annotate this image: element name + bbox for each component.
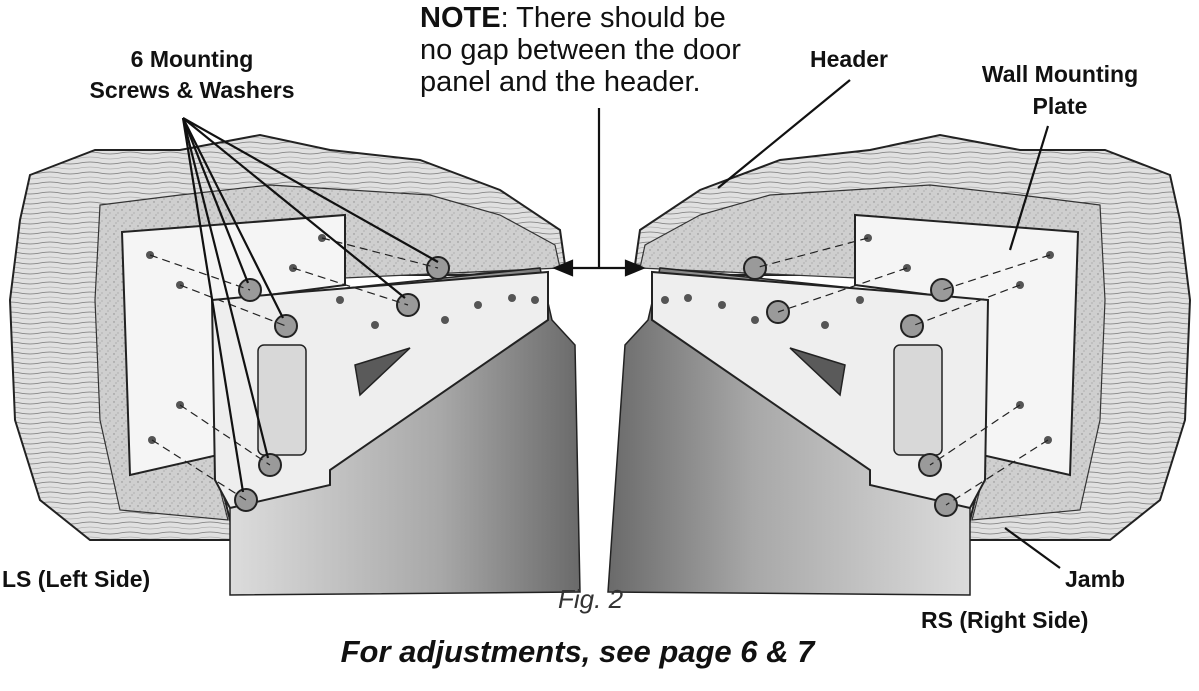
wall-plate-line1: Wall Mounting [981, 61, 1139, 87]
jamb-label: Jamb [1065, 566, 1126, 592]
left-alignment-lines [149, 237, 439, 501]
screws-label-line2: Screws & Washers [89, 77, 295, 103]
right-bracket-slot [789, 347, 846, 397]
screw-icon [930, 278, 954, 302]
header-label: Header [810, 46, 888, 72]
header-leader-line [717, 79, 851, 189]
screw-icon [900, 314, 924, 338]
wall-mounting-plate-label: Wall Mounting Plate [960, 58, 1160, 122]
right-hinge-body [893, 344, 943, 456]
note-keyword: NOTE [420, 2, 501, 34]
left-hinge-body [257, 344, 307, 456]
right-side-assembly [607, 133, 1192, 596]
left-mounting-screws [234, 256, 450, 512]
screws-label-line1: 6 Mounting [130, 46, 254, 72]
gap-note: NOTE: There should be no gap between the… [420, 2, 820, 98]
right-alignment-lines [754, 237, 1051, 506]
wall-plate-leader-line [1008, 125, 1050, 251]
screws-washers-label: 6 Mounting Screws & Washers [62, 44, 322, 106]
screws-callout-leaders [181, 117, 439, 493]
left-side-label: LS (Left Side) [2, 566, 151, 592]
left-bracket-slot [354, 347, 411, 397]
note-line1-rest: : There should be [500, 2, 726, 34]
right-side-label: RS (Right Side) [921, 607, 1089, 633]
adjustments-note: For adjustments, see page 6 & 7 [340, 634, 815, 669]
screw-icon [274, 314, 298, 338]
figure-caption: Fig. 2 [558, 584, 624, 614]
note-line3: panel and the header. [420, 66, 701, 98]
right-bracket-holes [661, 234, 1054, 444]
screw-icon [743, 256, 767, 280]
wall-plate-line2: Plate [1032, 93, 1088, 119]
jamb-leader-line [1004, 527, 1061, 569]
left-side-assembly [8, 133, 581, 596]
note-line1: NOTE: There should be [420, 2, 820, 34]
gap-double-arrow [552, 259, 646, 277]
note-line2: no gap between the door [420, 34, 741, 66]
